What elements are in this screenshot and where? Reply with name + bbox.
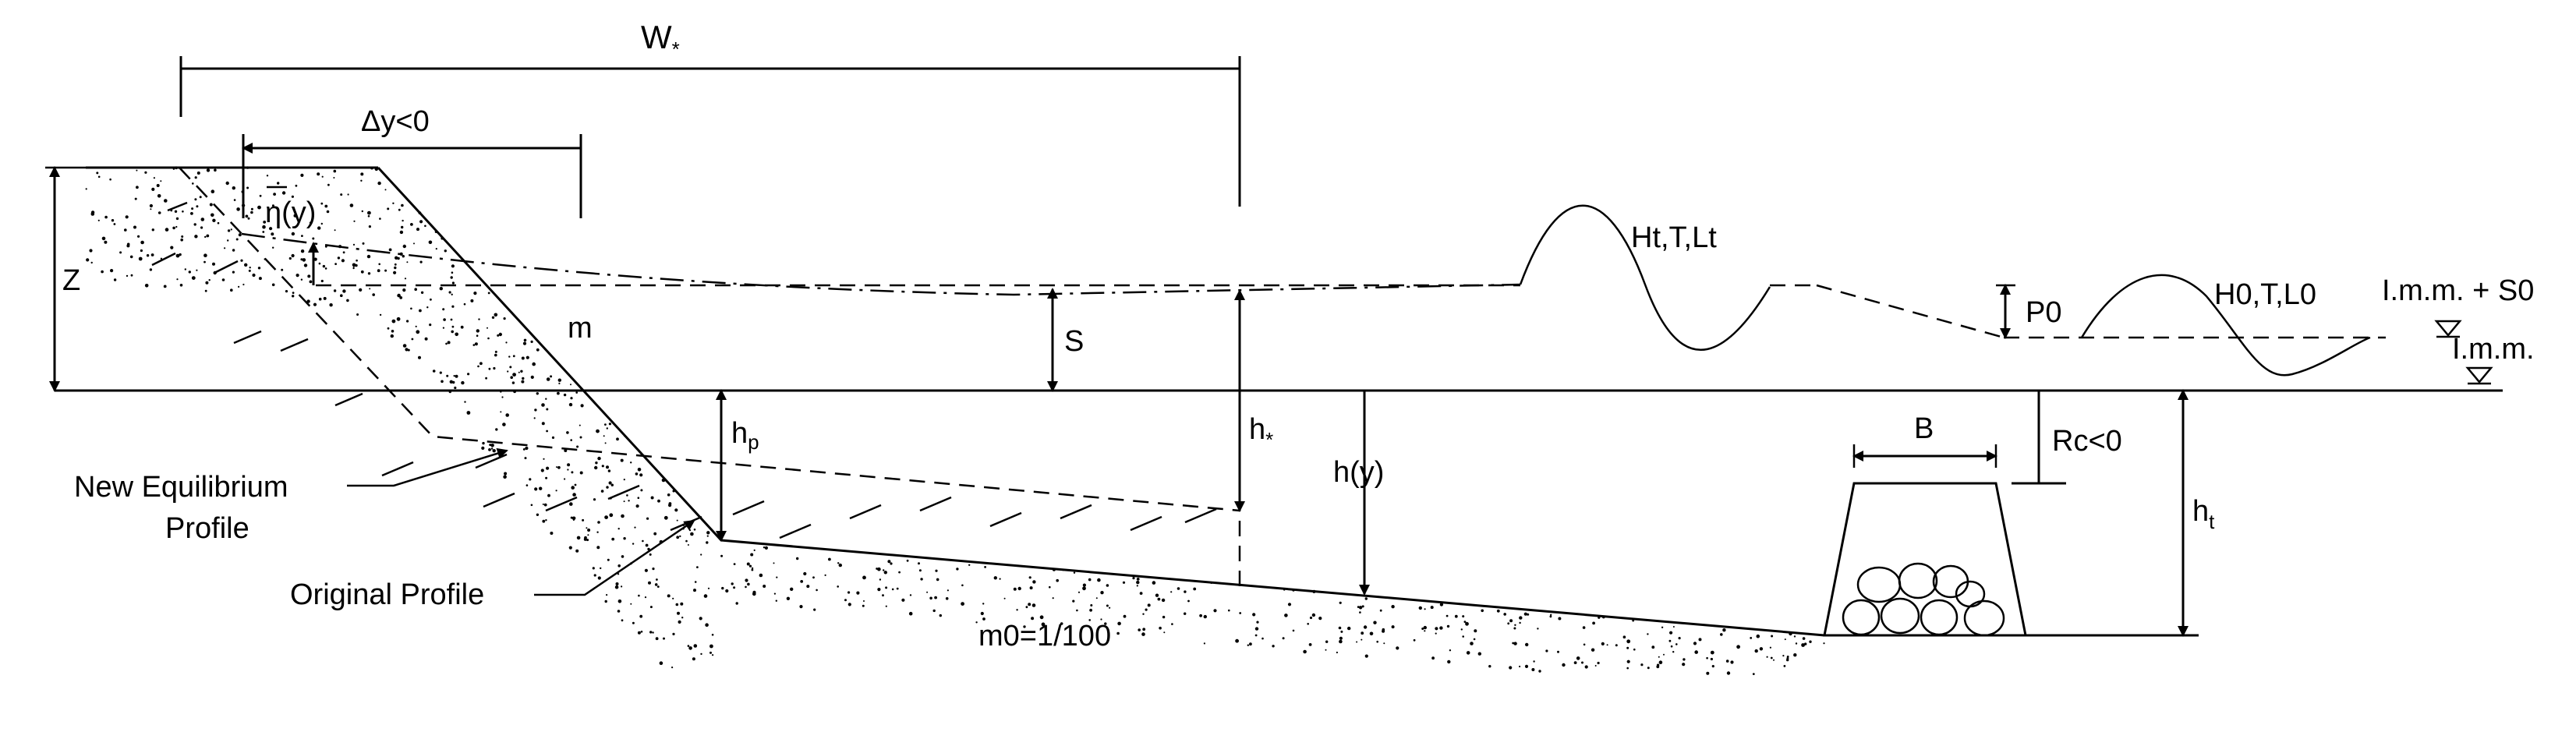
original-profile-label: Original Profile [290,578,484,611]
z-label: Z [62,264,80,297]
imm-triangle-icon [2465,366,2493,384]
ht-wave-label: Ht,T,Lt [1631,221,1717,254]
s-label: S [1064,325,1084,358]
p0-label: P0 [2026,296,2061,329]
hp-label: hp [731,417,759,454]
m-label: m [568,312,593,345]
original-profile-line [377,166,1825,637]
new-eq-leader [347,447,508,487]
sand-texture [85,166,1825,675]
b-label: B [1914,412,1934,445]
original-profile-leader [534,519,695,596]
m0-label: m0=1/100 [978,620,1111,652]
imm-s0-triangle-icon [2434,320,2462,337]
breakwater [1823,482,2027,637]
h0-wave-label: H0,T,L0 [2214,278,2316,311]
ht-label: ht [2192,495,2215,533]
new-eq-label-line2: Profile [165,512,249,545]
delta-y-label: Δy<0 [361,105,430,138]
transmitted-wave [1519,204,1771,352]
imm-s0-label: I.m.m. + S0 [2382,274,2534,307]
incident-wave [2080,274,2371,377]
hy-label: h(y) [1333,456,1384,489]
setup-slope-dash [1816,284,2005,339]
rc-label: Rc<0 [2052,425,2122,458]
new-equilibrium-profile-line [179,167,1240,512]
h-star-label: h* [1249,413,1273,451]
setup-line [241,232,1521,296]
imm-label: I.m.m. [2452,333,2535,366]
eta-label: η(y) [265,196,316,229]
armor-rocks [1842,562,2005,637]
hatch-pattern [151,201,1217,539]
w-star-label: W* [641,19,680,61]
new-eq-label-line1: New Equilibrium [74,471,288,504]
